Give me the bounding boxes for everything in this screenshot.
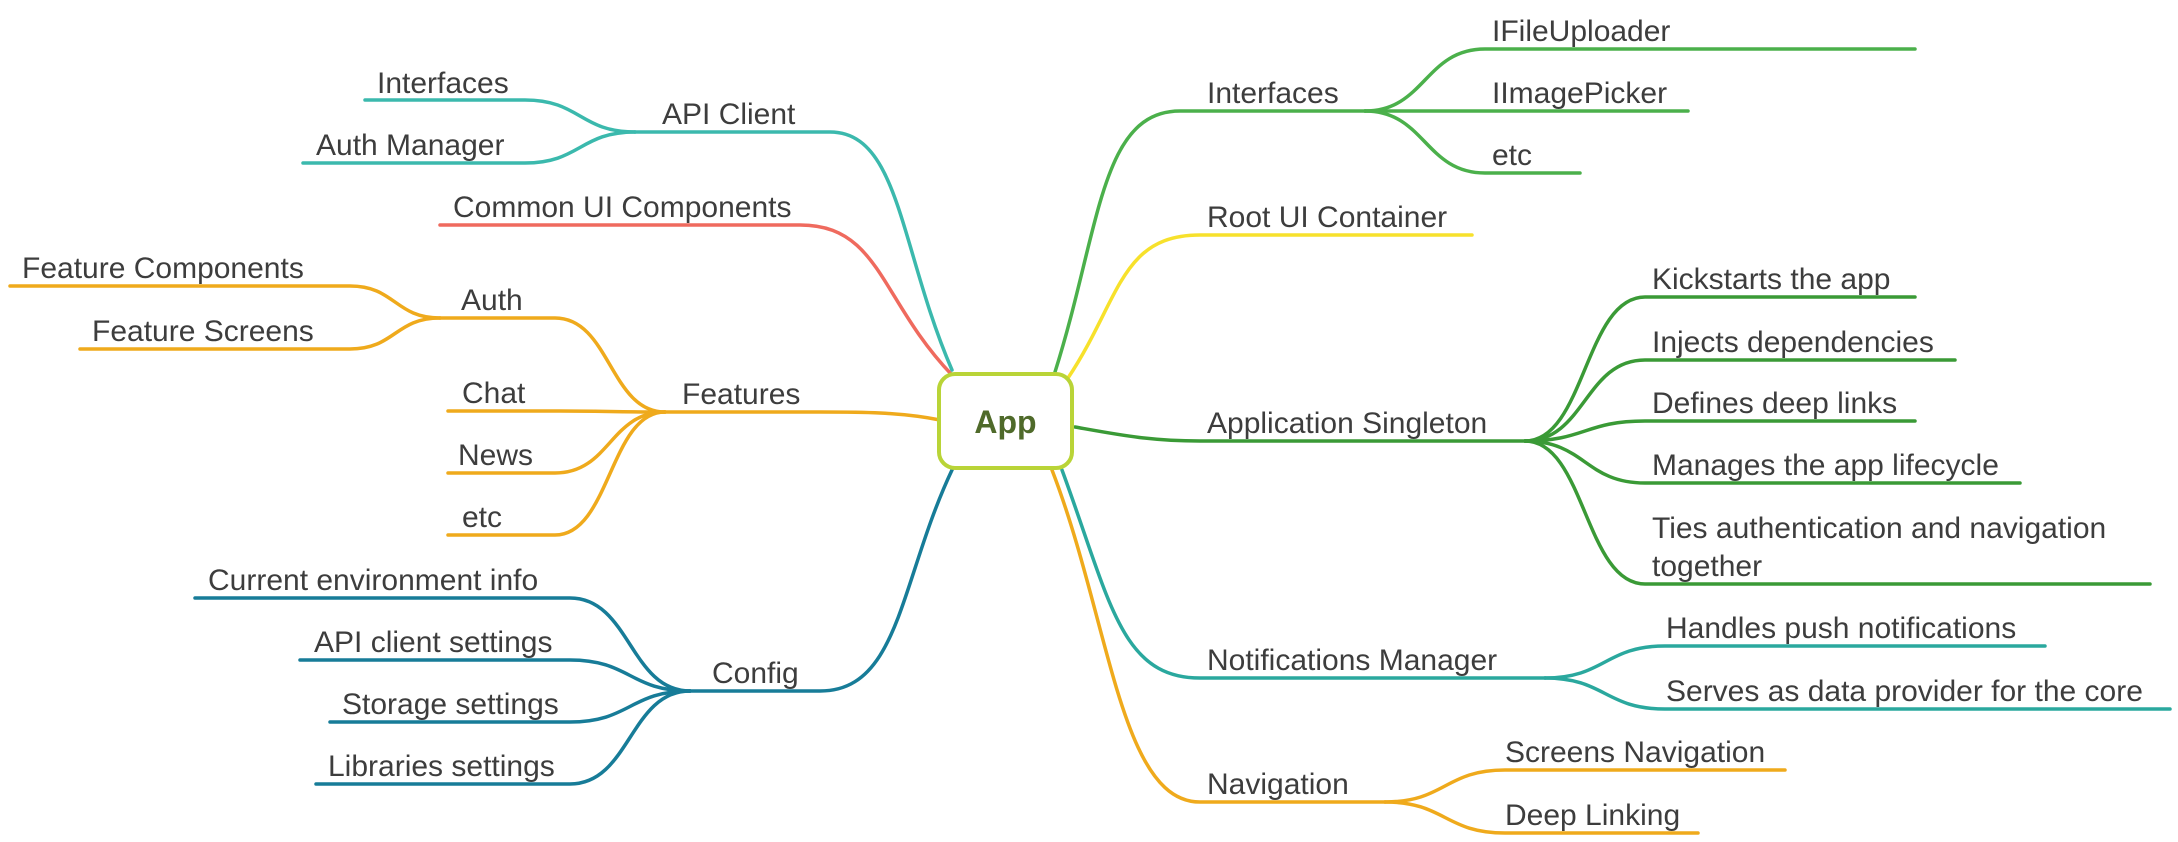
center-node-box — [937, 372, 1074, 470]
news-node[interactable]: News — [458, 439, 533, 472]
chat-node[interactable]: Chat — [462, 377, 526, 410]
notifications-group: Notifications Manager Handles push notif… — [1060, 468, 2172, 711]
edge-navigation-screens — [1383, 768, 1787, 804]
deep-links-node[interactable]: Defines deep links — [1652, 387, 1897, 420]
edge-interfaces-ifileuploader — [1363, 47, 1917, 113]
etc-left-node[interactable]: etc — [462, 501, 502, 534]
singleton-node[interactable]: Application Singleton — [1207, 407, 1487, 440]
edge-auth-feature-components — [8, 284, 442, 320]
edge-center-interfaces — [1053, 109, 1367, 374]
edge-singleton-kickstarts — [1523, 295, 1917, 443]
kickstarts-node[interactable]: Kickstarts the app — [1652, 263, 1890, 296]
push-notifications-node[interactable]: Handles push notifications — [1666, 612, 2016, 645]
ties-node-line-2[interactable]: together — [1652, 550, 1762, 583]
edge-center-config — [688, 468, 954, 693]
deep-linking-node[interactable]: Deep Linking — [1505, 799, 1680, 832]
current-environment-node[interactable]: Current environment info — [208, 564, 538, 597]
edge-notifications-data-provider — [1543, 676, 2172, 711]
edge-config-environment — [193, 596, 692, 693]
edge-features-news — [446, 410, 667, 475]
edge-singleton-deep-links — [1523, 419, 1917, 443]
edge-features-chat — [446, 409, 667, 414]
api-client-settings-node[interactable]: API client settings — [314, 626, 552, 659]
edge-center-navigation — [1050, 468, 1387, 804]
libraries-settings-node[interactable]: Libraries settings — [328, 750, 555, 783]
edge-center-features — [663, 410, 942, 422]
config-group: Config Current environment info API clie… — [193, 468, 954, 786]
injects-node[interactable]: Injects dependencies — [1652, 326, 1934, 359]
edge-api-client-interfaces — [363, 98, 637, 134]
screens-navigation-node[interactable]: Screens Navigation — [1505, 736, 1765, 769]
ties-node-line-1[interactable]: Ties authentication and navigation — [1652, 512, 2106, 545]
interfaces-right-group: Interfaces IFileUploader IImagePicker et… — [1053, 15, 1917, 374]
edge-singleton-ties — [1523, 439, 2152, 586]
lifecycle-node[interactable]: Manages the app lifecycle — [1652, 449, 1999, 482]
edge-interfaces-etc — [1363, 109, 1582, 175]
root-ui-node[interactable]: Root UI Container — [1207, 201, 1447, 234]
feature-screens-node[interactable]: Feature Screens — [92, 315, 314, 348]
auth-node[interactable]: Auth — [461, 284, 523, 317]
edge-features-auth — [438, 316, 667, 414]
edge-config-storage-settings — [328, 689, 692, 724]
edge-center-common-ui — [438, 223, 954, 377]
ifileuploader-node[interactable]: IFileUploader — [1492, 15, 1670, 48]
feature-components-node[interactable]: Feature Components — [22, 252, 304, 285]
interfaces-right-node[interactable]: Interfaces — [1207, 77, 1339, 110]
edge-features-etc — [446, 410, 667, 537]
common-ui-node[interactable]: Common UI Components — [453, 191, 791, 224]
edge-center-api-client — [633, 130, 954, 372]
iimagepicker-node[interactable]: IImagePicker — [1492, 77, 1667, 110]
edge-singleton-injects — [1523, 358, 1957, 443]
notifications-node[interactable]: Notifications Manager — [1207, 644, 1497, 677]
edge-api-client-auth-manager — [301, 130, 637, 165]
navigation-node[interactable]: Navigation — [1207, 768, 1349, 801]
edge-config-api-settings — [298, 658, 692, 693]
center-node[interactable]: App — [937, 372, 1074, 470]
edge-auth-feature-screens — [78, 316, 442, 351]
api-client-node[interactable]: API Client — [662, 98, 796, 131]
edge-singleton-lifecycle — [1523, 439, 2022, 485]
root-ui-group: Root UI Container — [1066, 201, 1474, 380]
features-group: Features Auth Feature Components Feature… — [8, 252, 942, 537]
edge-notifications-push — [1543, 644, 2047, 680]
edge-navigation-deep-linking — [1383, 800, 1700, 835]
auth-manager-node[interactable]: Auth Manager — [316, 129, 504, 162]
config-node[interactable]: Config — [712, 657, 799, 690]
singleton-group: Application Singleton Kickstarts the app… — [1073, 263, 2152, 586]
center-node-label: App — [974, 404, 1036, 440]
common-ui-group: Common UI Components — [438, 191, 954, 377]
storage-settings-node[interactable]: Storage settings — [342, 688, 559, 721]
data-provider-node[interactable]: Serves as data provider for the core — [1666, 675, 2143, 708]
edge-config-libraries-settings — [314, 689, 692, 786]
edge-center-root-ui — [1066, 233, 1474, 380]
api-client-group: API Client Interfaces Auth Manager — [301, 67, 954, 372]
interfaces-left-node[interactable]: Interfaces — [377, 67, 509, 100]
navigation-group: Navigation Screens Navigation Deep Linki… — [1050, 468, 1787, 835]
features-node[interactable]: Features — [682, 378, 800, 411]
edge-center-notifications — [1060, 468, 1547, 680]
etc-right-node[interactable]: etc — [1492, 139, 1532, 172]
edge-center-singleton — [1073, 425, 1527, 443]
